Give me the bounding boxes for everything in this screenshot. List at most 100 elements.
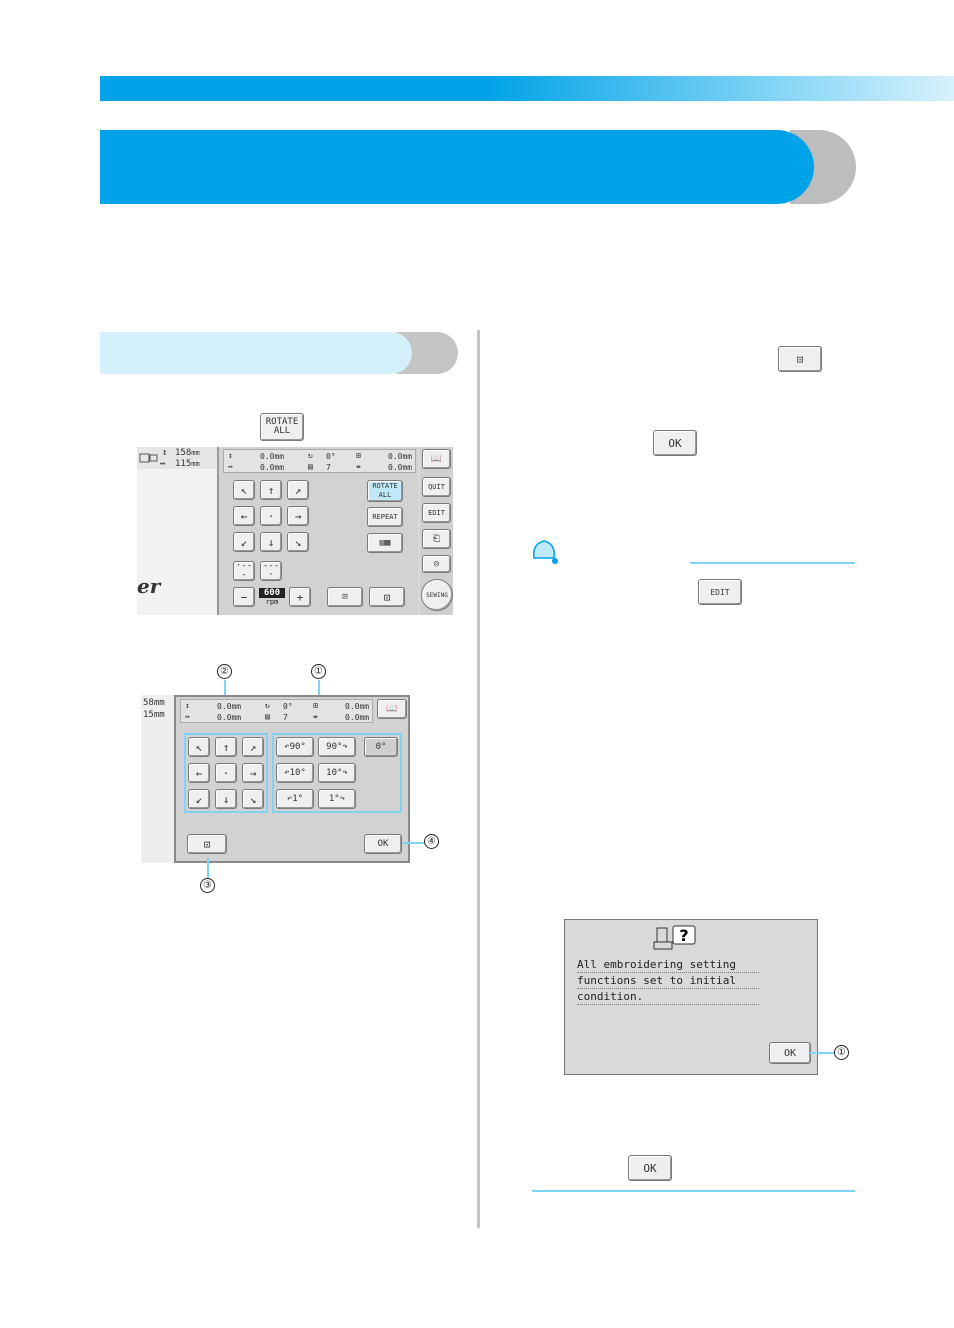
status-readout-2: ↕0.0mm ↔0.0mm ↻0° ▤7 ⊞0.0mm ⇹0.0mm: [180, 699, 373, 723]
center-button[interactable]: ·: [260, 506, 282, 526]
rotate-ccw-icon: ↶: [284, 767, 290, 778]
sew-tab[interactable]: ⎗: [422, 529, 451, 549]
rotate-cw-10-button[interactable]: 10°↷: [318, 763, 356, 783]
speed-plus-button[interactable]: +: [289, 587, 311, 607]
dialog-ok-button[interactable]: OK: [769, 1042, 811, 1064]
thread-color-button[interactable]: ▤▦: [367, 533, 403, 553]
move-left-button[interactable]: ←: [233, 506, 255, 526]
center-button-2[interactable]: ·: [215, 763, 237, 783]
rotate-all-panel-button[interactable]: ROTATE ALL: [367, 480, 403, 502]
memo-bell-icon: [532, 540, 558, 564]
ok-button-final[interactable]: OK: [628, 1155, 672, 1181]
callout-3-line: [207, 858, 209, 878]
repeat-button[interactable]: REPEAT: [367, 507, 403, 527]
callout-3: ③: [200, 878, 215, 893]
edit-tab[interactable]: EDIT: [422, 503, 451, 523]
embroidery-frame-button[interactable]: ⊡: [327, 587, 363, 607]
help-button[interactable]: 📖: [422, 449, 451, 469]
dialog-callout-1: ①: [834, 1045, 849, 1060]
height-icon: ↕: [162, 448, 168, 458]
move-left-button-2[interactable]: ←: [188, 763, 210, 783]
brand-fragment: er: [137, 574, 161, 598]
speed-unit: rpm: [265, 598, 279, 606]
dialog-message-line-3: condition.: [577, 990, 644, 1003]
dotted-line-2-button[interactable]: ---·: [260, 561, 282, 581]
dotted-line-2-icon: ---·: [262, 561, 280, 580]
sew-icon: ⎗: [432, 533, 441, 544]
arrow-up-left-icon: ↖: [240, 483, 248, 497]
subsection-bar: [100, 332, 412, 374]
memo-rule: [690, 562, 855, 564]
height-value: 158: [175, 448, 192, 458]
rotate-ccw-1-button[interactable]: ↶1°: [276, 789, 314, 809]
rotate-group: [272, 733, 402, 813]
move-down-left-button-2[interactable]: ↙: [188, 789, 210, 809]
trial-icon: ⊡: [796, 352, 804, 366]
move-up-left-button[interactable]: ↖: [233, 480, 255, 500]
edit-button-inline[interactable]: EDIT: [698, 579, 742, 605]
ok-button-2[interactable]: OK: [364, 834, 402, 854]
move-up-left-button-2[interactable]: ↖: [188, 737, 210, 757]
size-readout-2: 58mm 15mm: [141, 695, 174, 863]
trial-button-2[interactable]: ⊡: [187, 834, 227, 854]
callout-4: ④: [424, 834, 439, 849]
move-up-button-2[interactable]: ↑: [215, 737, 237, 757]
preview-area: 158mm 115mm ↕ ↔ er: [137, 447, 217, 615]
rotate-cw-90-button[interactable]: 90°↷: [318, 737, 356, 757]
trial-icon: ⊡: [203, 837, 211, 851]
move-up-button[interactable]: ↑: [260, 480, 282, 500]
arrow-down-left-icon: ↙: [195, 792, 203, 806]
move-right-button[interactable]: →: [287, 506, 309, 526]
colors-value: 7: [326, 463, 331, 472]
arrow-up-icon: ↑: [267, 483, 275, 497]
frame-icon: [139, 453, 158, 463]
move-down-left-button[interactable]: ↙: [233, 532, 255, 552]
edit-panel: ↕0.0mm ↔0.0mm ↻0° ▤7 ⊞0.0mm ⇹0.0mm ↖ ↑ ↗…: [217, 447, 418, 615]
status-readout: ↕0.0mm ↔0.0mm ↻0° ▤7 ⊞0.0mm ⇹0.0mm: [223, 449, 416, 473]
settings-icon: ◎: [433, 558, 440, 569]
rotate-screen: 58mm 15mm ↕0.0mm ↔0.0mm ↻0° ▤7 ⊞0.0mm ⇹0…: [141, 695, 410, 863]
move-up-right-button[interactable]: ↗: [287, 480, 309, 500]
rotate-panel: ↕0.0mm ↔0.0mm ↻0° ▤7 ⊞0.0mm ⇹0.0mm 📖 ↖ ↑…: [174, 695, 410, 863]
arrow-up-right-icon: ↗: [249, 740, 257, 754]
center-icon: ·: [267, 509, 275, 523]
settings-tab[interactable]: ◎: [422, 555, 451, 573]
help-book-icon: 📖: [386, 703, 398, 714]
move-arrow-group: [184, 733, 268, 813]
ok-button-inline[interactable]: OK: [653, 430, 697, 456]
callout-1: ①: [311, 664, 326, 679]
arrow-down-right-icon: ↘: [249, 792, 257, 806]
arrow-left-icon: ←: [195, 766, 203, 780]
move-down-right-button-2[interactable]: ↘: [242, 789, 264, 809]
speed-minus-button[interactable]: −: [233, 587, 255, 607]
help-button-2[interactable]: 📖: [377, 699, 407, 719]
rotate-reset-button[interactable]: 0°: [364, 737, 398, 757]
width-icon: ↔: [160, 459, 166, 469]
rotate-ccw-90-button[interactable]: ↶90°: [276, 737, 314, 757]
angle-value: 0°: [326, 452, 336, 461]
move-down-button[interactable]: ↓: [260, 532, 282, 552]
column-divider: [477, 330, 480, 1228]
arrow-up-left-icon: ↖: [195, 740, 203, 754]
sewing-button[interactable]: SEWING: [421, 579, 453, 611]
rotate-cw-1-button[interactable]: 1°↷: [318, 789, 356, 809]
rotate-ccw-10-button[interactable]: ↶10°: [276, 763, 314, 783]
callout-4-line: [402, 842, 424, 844]
arrow-up-right-icon: ↗: [294, 483, 302, 497]
move-down-button-2[interactable]: ↓: [215, 789, 237, 809]
dotted-line-button[interactable]: ·---: [233, 561, 255, 581]
move-up-right-button-2[interactable]: ↗: [242, 737, 264, 757]
section-end-rule: [532, 1190, 855, 1192]
move-down-right-button[interactable]: ↘: [287, 532, 309, 552]
rotate-ccw-icon: ↶: [284, 741, 290, 752]
trial-icon: ⊡: [383, 590, 391, 604]
trial-button[interactable]: ⊡: [369, 587, 405, 607]
title-bar: [100, 130, 814, 204]
arrow-up-icon: ↑: [222, 740, 230, 754]
quit-tab[interactable]: QUIT: [422, 477, 451, 497]
rotate-all-label: ROTATE ALL: [265, 417, 299, 436]
trial-button-inline[interactable]: ⊡: [778, 346, 822, 372]
rotate-all-button[interactable]: ROTATE ALL: [260, 413, 304, 441]
move-right-button-2[interactable]: →: [242, 763, 264, 783]
rotate-cw-icon: ↷: [342, 741, 348, 752]
